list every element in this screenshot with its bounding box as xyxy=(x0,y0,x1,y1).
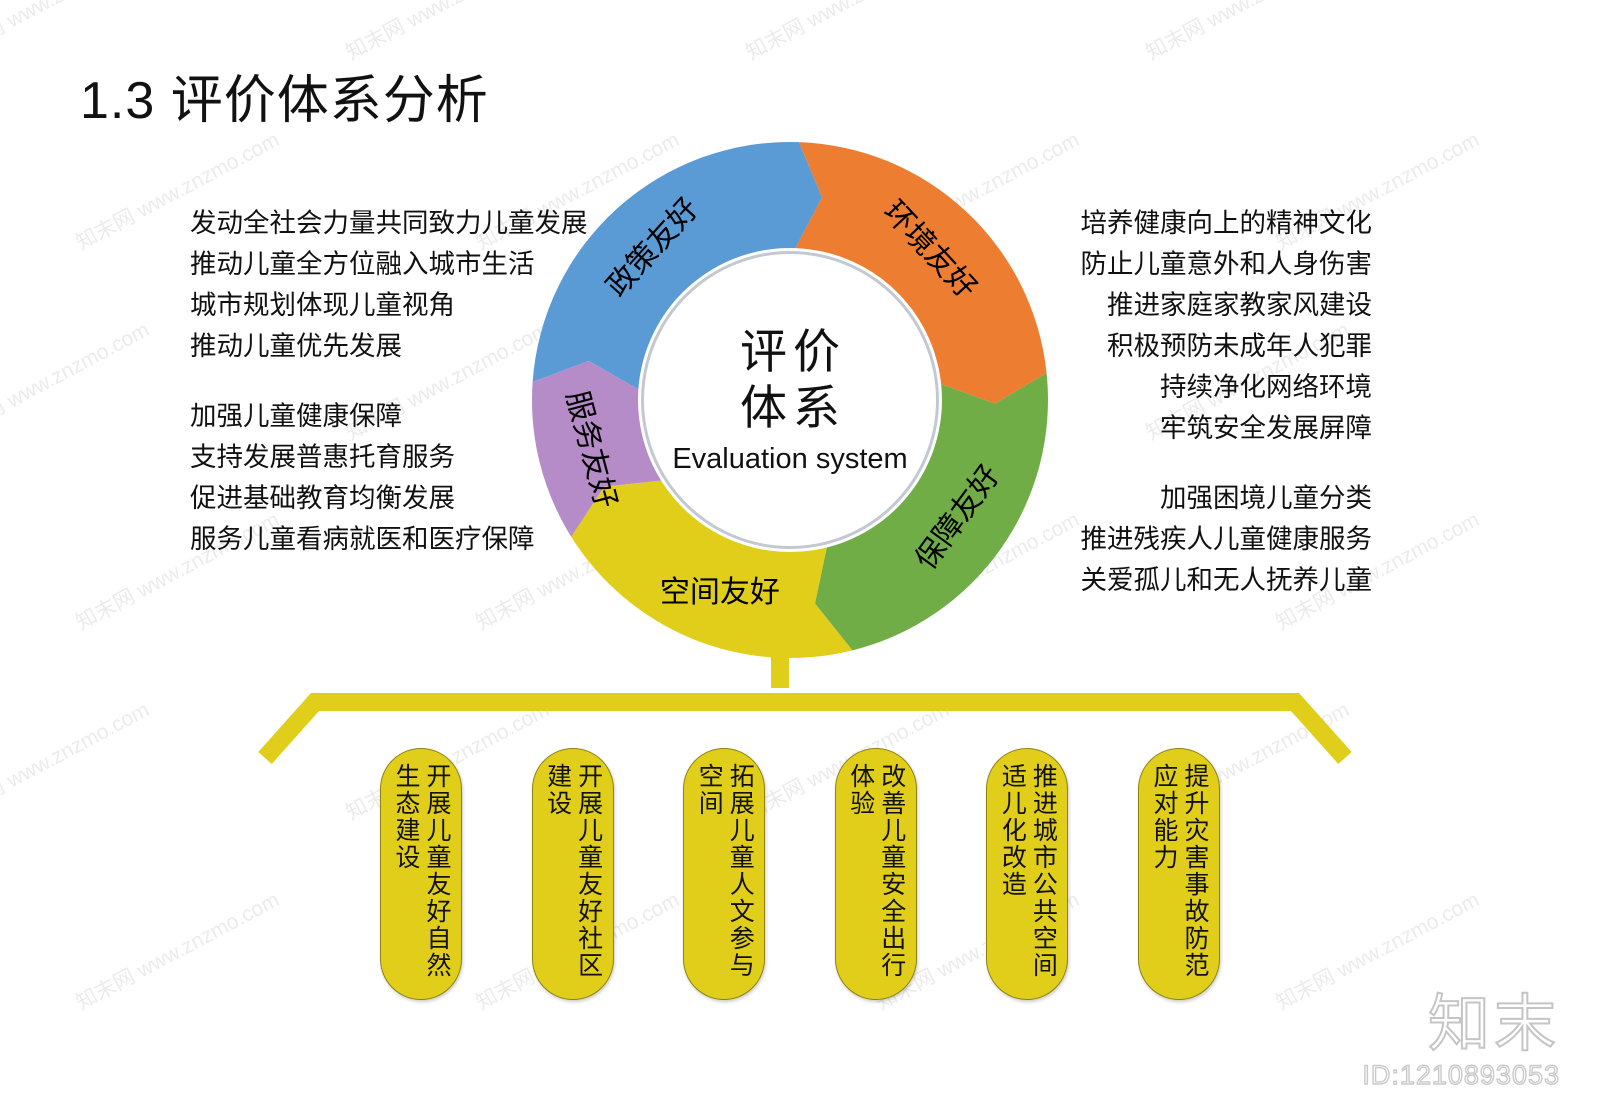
text-line: 支持发展普惠托育服务 xyxy=(190,442,455,472)
text-line: 推进残疾人儿童健康服务 xyxy=(1080,524,1373,554)
donut-segment-service[interactable] xyxy=(532,360,662,537)
space-measure-pill[interactable]: 改善儿童安全出行体验 xyxy=(834,748,917,1000)
watermark-tile: 知末网 www.znzmo.com xyxy=(72,888,284,1015)
watermark-tile: 知末网 www.znzmo.com xyxy=(1142,0,1354,65)
bracket-connector xyxy=(255,640,1355,780)
donut-segment-policy[interactable] xyxy=(532,141,823,390)
page-title: 1.3 评价体系分析 xyxy=(80,72,489,130)
text-block-environment: 培养健康向上的精神文化 防止儿童意外和人身伤害 推进家庭家教家风建设 积极预防未… xyxy=(1081,203,1373,449)
text-line: 加强困境儿童分类 xyxy=(1160,483,1372,513)
text-line: 加强儿童健康保障 xyxy=(190,401,402,431)
text-block-policy: 发动全社会力量共同致力儿童发展 推动儿童全方位融入城市生活 城市规划体现儿童视角… xyxy=(190,203,588,367)
text-block-support: 加强困境儿童分类 推进残疾人儿童健康服务 关爱孤儿和无人抚养儿童 xyxy=(1081,478,1373,601)
space-measures-list: 开展儿童友好自然生态建设 开展儿童友好社区建设 拓展儿童人文参与空间 改善儿童安全出行… xyxy=(380,748,1220,1000)
text-line: 牢筑安全发展屏障 xyxy=(1160,413,1372,443)
watermark-tile: 知末网 www.znzmo.com xyxy=(0,0,153,65)
brand-logo-text: 知末 xyxy=(1427,990,1560,1060)
donut-segment-support[interactable] xyxy=(814,373,1048,651)
text-line: 培养健康向上的精神文化 xyxy=(1080,208,1373,238)
text-line: 积极预防未成年人犯罪 xyxy=(1107,331,1372,361)
watermark-tile: 知末网 www.znzmo.com xyxy=(1272,888,1484,1015)
text-line: 推动儿童全方位融入城市生活 xyxy=(190,249,535,279)
watermark-tile: 知末网 www.znzmo.com xyxy=(0,318,154,445)
space-measure-pill[interactable]: 提升灾害事故防范应对能力 xyxy=(1137,748,1220,1000)
space-measure-pill[interactable]: 开展儿童友好自然生态建设 xyxy=(380,748,462,1000)
donut-svg: 政策友好环境友好保障友好空间友好服务友好 xyxy=(532,141,1048,658)
text-line: 城市规划体现儿童视角 xyxy=(190,290,455,320)
hub-subtitle: Evaluation system xyxy=(672,443,908,475)
text-line: 推动儿童优先发展 xyxy=(190,331,402,361)
space-measure-label: 改善儿童安全出行体验 xyxy=(846,763,906,979)
donut-diagram: 政策友好环境友好保障友好空间友好服务友好 xyxy=(525,135,1055,665)
text-line: 防止儿童意外和人身伤害 xyxy=(1080,249,1373,279)
watermark-tile: 知末网 www.znzmo.com xyxy=(342,0,554,65)
space-measure-label: 拓展儿童人文参与空间 xyxy=(695,763,755,979)
watermark-tile: 知末网 www.znzmo.com xyxy=(0,698,154,825)
text-line: 发动全社会力量共同致力儿童发展 xyxy=(190,208,588,238)
text-line: 促进基础教育均衡发展 xyxy=(190,483,455,513)
bracket-stroke xyxy=(258,640,1352,764)
watermark-tile: 知末网 www.znzmo.com xyxy=(742,0,954,65)
hub-title-line2: 体系 xyxy=(740,381,846,434)
bracket-svg xyxy=(258,640,1352,764)
brand-watermark: 知末 ID:1210893053 xyxy=(1362,990,1560,1091)
brand-id-text: ID:1210893053 xyxy=(1362,1059,1560,1090)
space-measure-label: 推进城市公共空间适儿化改造 xyxy=(998,763,1058,979)
space-measure-pill[interactable]: 推进城市公共空间适儿化改造 xyxy=(986,748,1069,1000)
donut-segment-env[interactable] xyxy=(795,142,1047,404)
space-measure-pill[interactable]: 拓展儿童人文参与空间 xyxy=(683,748,766,1000)
donut-segment-label-space: 空间友好 xyxy=(660,576,780,609)
text-line: 持续净化网络环境 xyxy=(1160,372,1372,402)
text-line: 关爱孤儿和无人抚养儿童 xyxy=(1080,565,1373,595)
text-line: 推进家庭家教家风建设 xyxy=(1107,290,1372,320)
donut-center-hub: 评价 体系 Evaluation system xyxy=(641,251,939,549)
space-measure-label: 开展儿童友好自然生态建设 xyxy=(392,763,451,979)
hub-title-line1: 评价 xyxy=(740,325,846,378)
text-line: 服务儿童看病就医和医疗保障 xyxy=(190,524,535,554)
space-measure-pill[interactable]: 开展儿童友好社区建设 xyxy=(531,748,614,1000)
space-measure-label: 提升灾害事故防范应对能力 xyxy=(1149,763,1209,979)
donut-segment-space[interactable] xyxy=(571,480,853,658)
space-measure-label: 开展儿童友好社区建设 xyxy=(543,763,603,979)
text-block-service: 加强儿童健康保障 支持发展普惠托育服务 促进基础教育均衡发展 服务儿童看病就医和… xyxy=(190,396,535,560)
